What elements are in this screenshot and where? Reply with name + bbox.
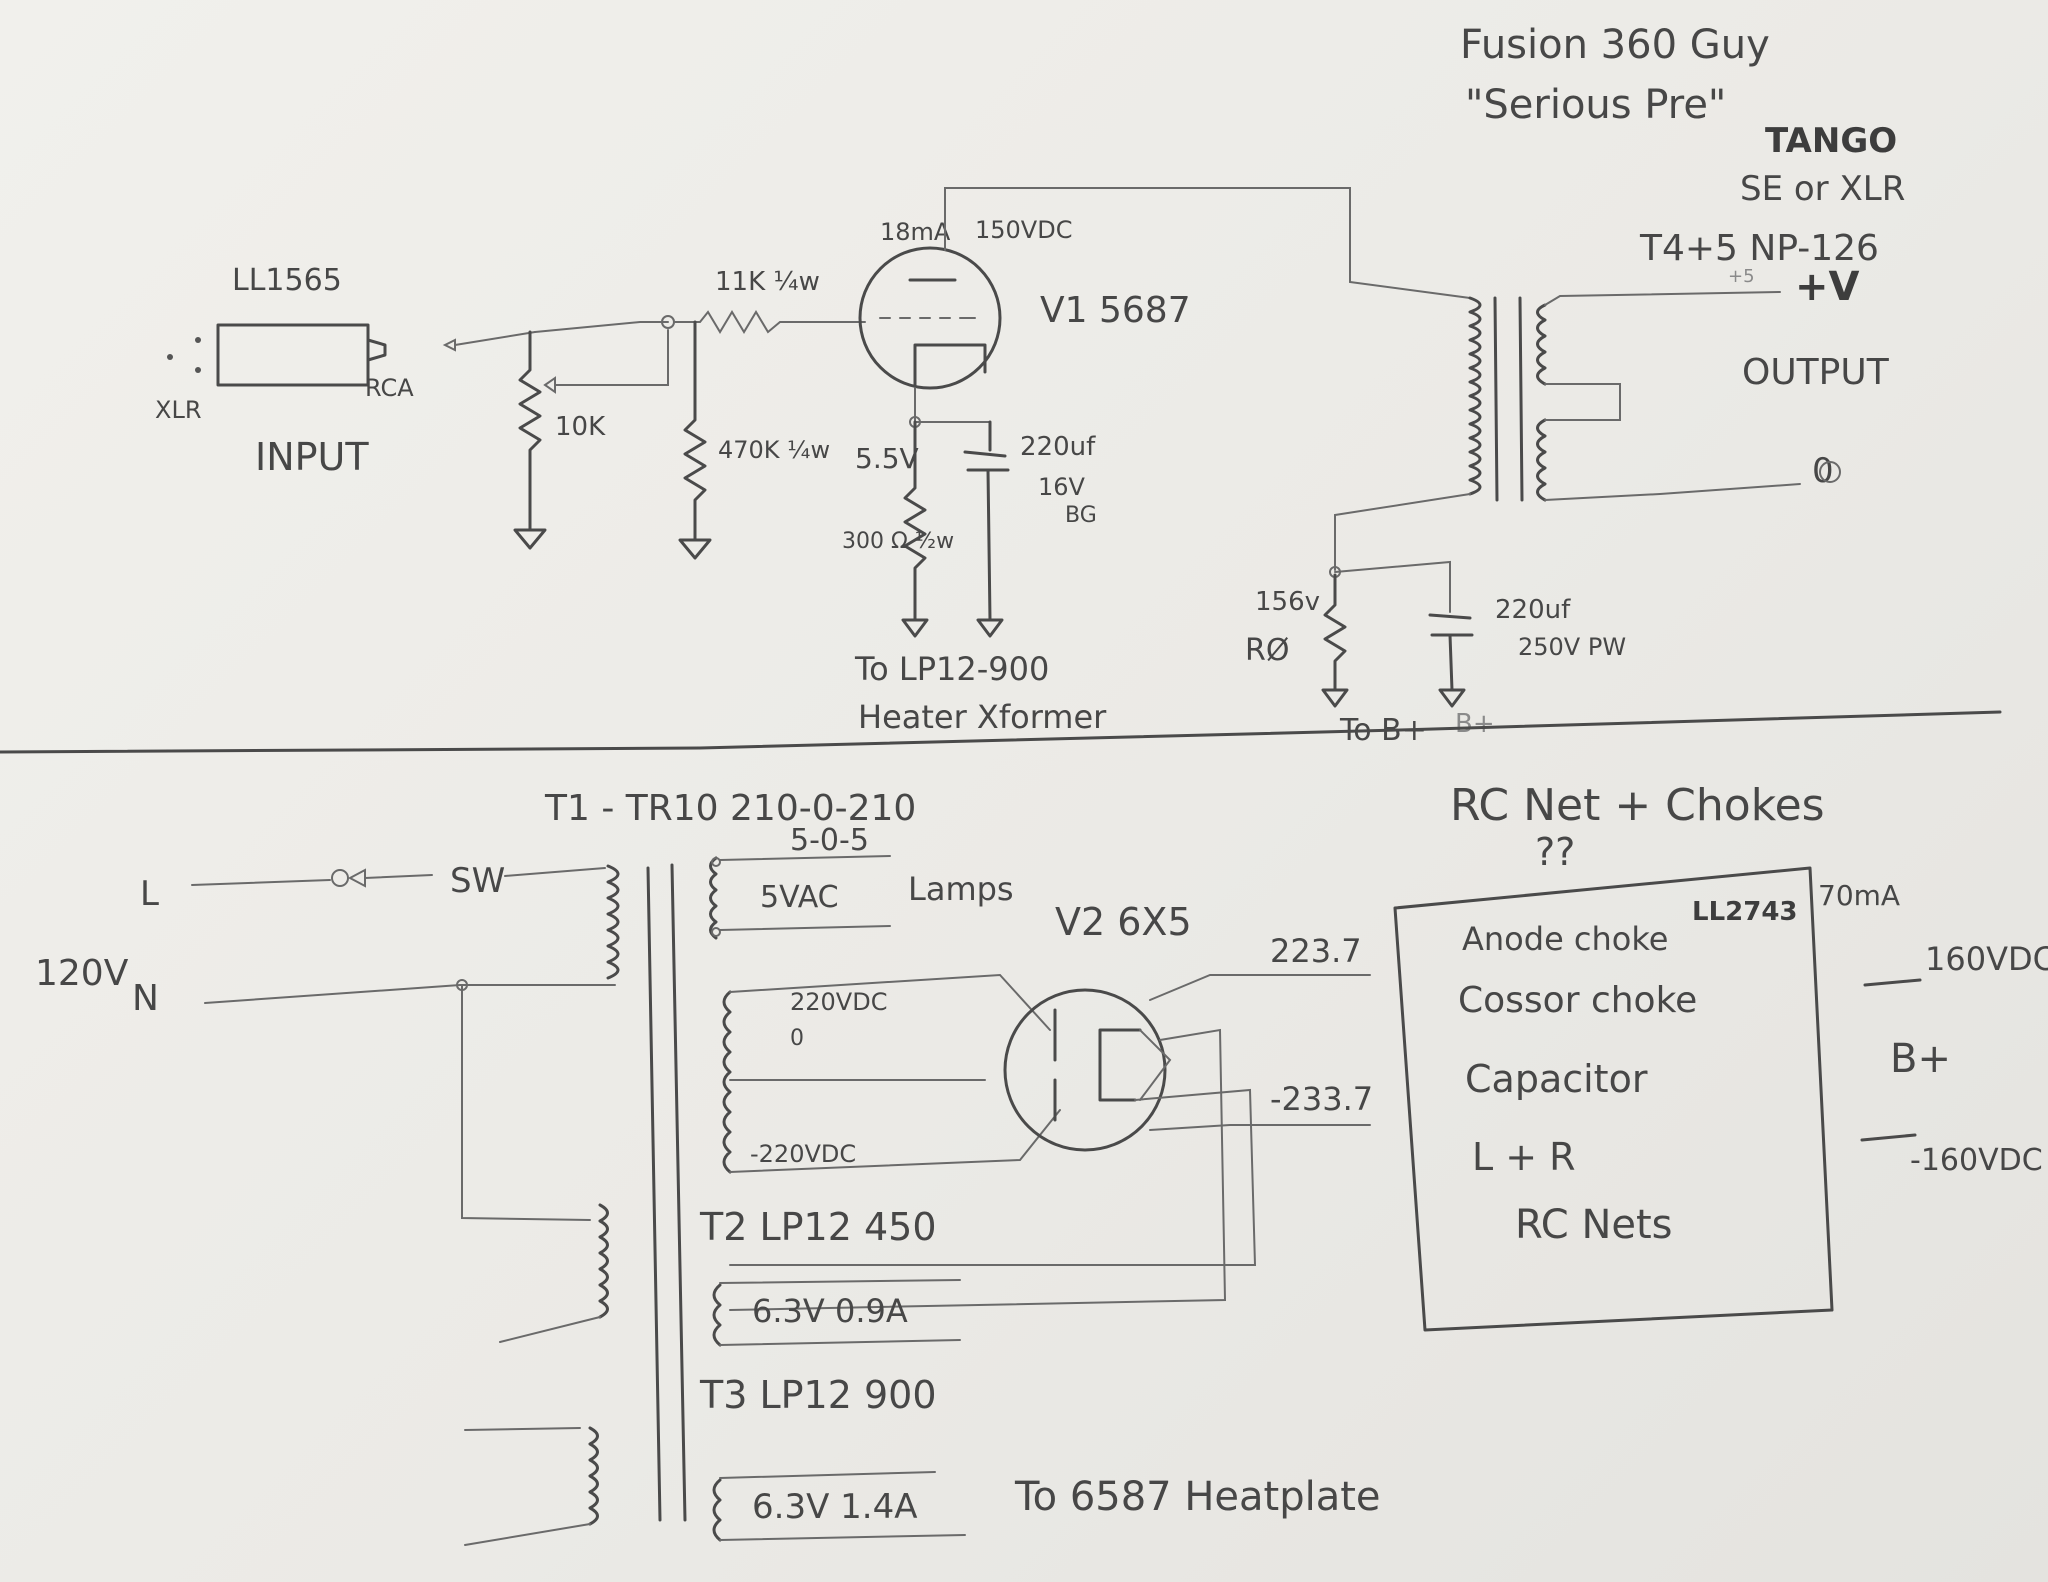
t1-label: T1 - TR10 210-0-210	[544, 788, 916, 829]
rc-net-box	[1393, 866, 1834, 1332]
hv-secondary	[722, 990, 732, 1174]
bias-resistor	[683, 320, 707, 542]
heat-note: To 6587 Heatplate	[1014, 1474, 1381, 1520]
tube-v1	[858, 246, 1002, 390]
rectifier-label: V2 6X5	[1055, 900, 1192, 944]
tube-label: V1 5687	[1040, 290, 1191, 331]
title-line2: "Serious Pre"	[1465, 82, 1726, 128]
t1-b-label: 5-0-5	[790, 823, 869, 858]
plate-v-label: 150VDC	[975, 216, 1072, 244]
t2-label: T2 LP12 450	[699, 1205, 937, 1249]
rc-l2: Cossor choke	[1458, 980, 1697, 1021]
bplus-r-label: RØ	[1245, 633, 1289, 668]
bplus-capacitor	[1448, 633, 1454, 692]
hv-bot-label: -220VDC	[750, 1140, 856, 1168]
lamps-v-label: 5VAC	[760, 880, 839, 915]
cath-r-label: 300 Ω ½w	[842, 529, 954, 554]
rectifier-tube-v2	[1003, 988, 1167, 1152]
heater-note1: To LP12-900	[854, 650, 1049, 688]
rc-l4: L + R	[1472, 1135, 1576, 1179]
output-label: OUTPUT	[1742, 352, 1890, 393]
t3-sec-label: 6.3V 1.4A	[752, 1487, 917, 1527]
cath-v-label: 5.5V	[855, 442, 919, 475]
rc-out-pos: 160VDC	[1925, 940, 2048, 978]
transformer-core	[670, 863, 687, 1522]
switch-label: SW	[450, 861, 505, 901]
input-xfmr-label: LL1565	[232, 263, 342, 298]
ground-icon	[513, 528, 547, 550]
rc-l1: Anode choke	[1462, 920, 1668, 958]
bplus-v-label: 156v	[1255, 587, 1320, 617]
xfmr-model: T4+5 NP-126	[1639, 228, 1879, 269]
input-transformer	[216, 323, 370, 387]
v-neg-label: -233.7	[1270, 1080, 1373, 1118]
cathode-capacitor	[986, 468, 992, 622]
xfmr-primary	[1468, 296, 1482, 496]
cath-c-type: BG	[1065, 503, 1097, 528]
rc-part: LL2743	[1692, 897, 1798, 927]
line-label: L	[140, 874, 159, 914]
rc-l5: RC Nets	[1515, 1202, 1673, 1248]
bplus-resistor	[1323, 573, 1347, 692]
t1-primary	[606, 864, 620, 980]
lamps-label: Lamps	[908, 870, 1014, 908]
bias-r-label: 470K ¼w	[718, 436, 830, 464]
v-pos-label: 223.7	[1270, 932, 1362, 970]
t3-label: T3 LP12 900	[699, 1373, 937, 1417]
plus-v-label: +V	[1795, 264, 1860, 310]
title-line1: Fusion 360 Guy	[1460, 22, 1770, 68]
plus-small: +5	[1728, 266, 1755, 287]
section-divider	[0, 710, 2002, 754]
rca-label: RCA	[365, 374, 414, 402]
rc-bplus: B+	[1890, 1036, 1951, 1082]
bplus-c-v: 250V PW	[1518, 633, 1626, 661]
xlr-label: XLR	[155, 396, 202, 424]
xfmr-brand: TANGO	[1765, 121, 1897, 161]
cath-c-label: 220uf	[1020, 432, 1096, 462]
bplus-faint: B+	[1455, 709, 1495, 739]
xfmr-secondary-b	[1536, 418, 1547, 502]
current-label: 18mA	[880, 218, 951, 246]
rc-l3: Capacitor	[1465, 1057, 1648, 1101]
hv-top-label: 220VDC	[790, 988, 887, 1016]
xfmr-secondary-a	[1536, 303, 1547, 386]
input-label: INPUT	[255, 435, 369, 479]
t2-primary	[598, 1203, 609, 1319]
mains-label: 120V	[35, 953, 129, 994]
cathode-resistor	[903, 420, 927, 622]
xfmr-mode: SE or XLR	[1740, 169, 1905, 209]
rc-out-neg: -160VDC	[1910, 1143, 2043, 1178]
bplus-c-label: 220uf	[1495, 595, 1571, 625]
rc-q: ??	[1535, 830, 1575, 874]
pot-label: 10K	[555, 412, 606, 442]
pot-10k	[518, 330, 542, 532]
t2-sec-label: 6.3V 0.9A	[752, 1292, 908, 1330]
rc-title: RC Net + Chokes	[1450, 780, 1825, 831]
grid-resistor	[673, 310, 866, 334]
cath-c-v: 16V	[1038, 473, 1086, 501]
neutral-label: N	[132, 978, 159, 1019]
heater-note2: Heater Xformer	[858, 698, 1107, 736]
hv-zero-label: 0	[790, 1026, 804, 1051]
output-zero: 0	[1812, 451, 1834, 491]
rc-ma: 70mA	[1818, 879, 1900, 912]
grid-r-label: 11K ¼w	[715, 267, 820, 297]
t3-primary	[588, 1426, 599, 1526]
